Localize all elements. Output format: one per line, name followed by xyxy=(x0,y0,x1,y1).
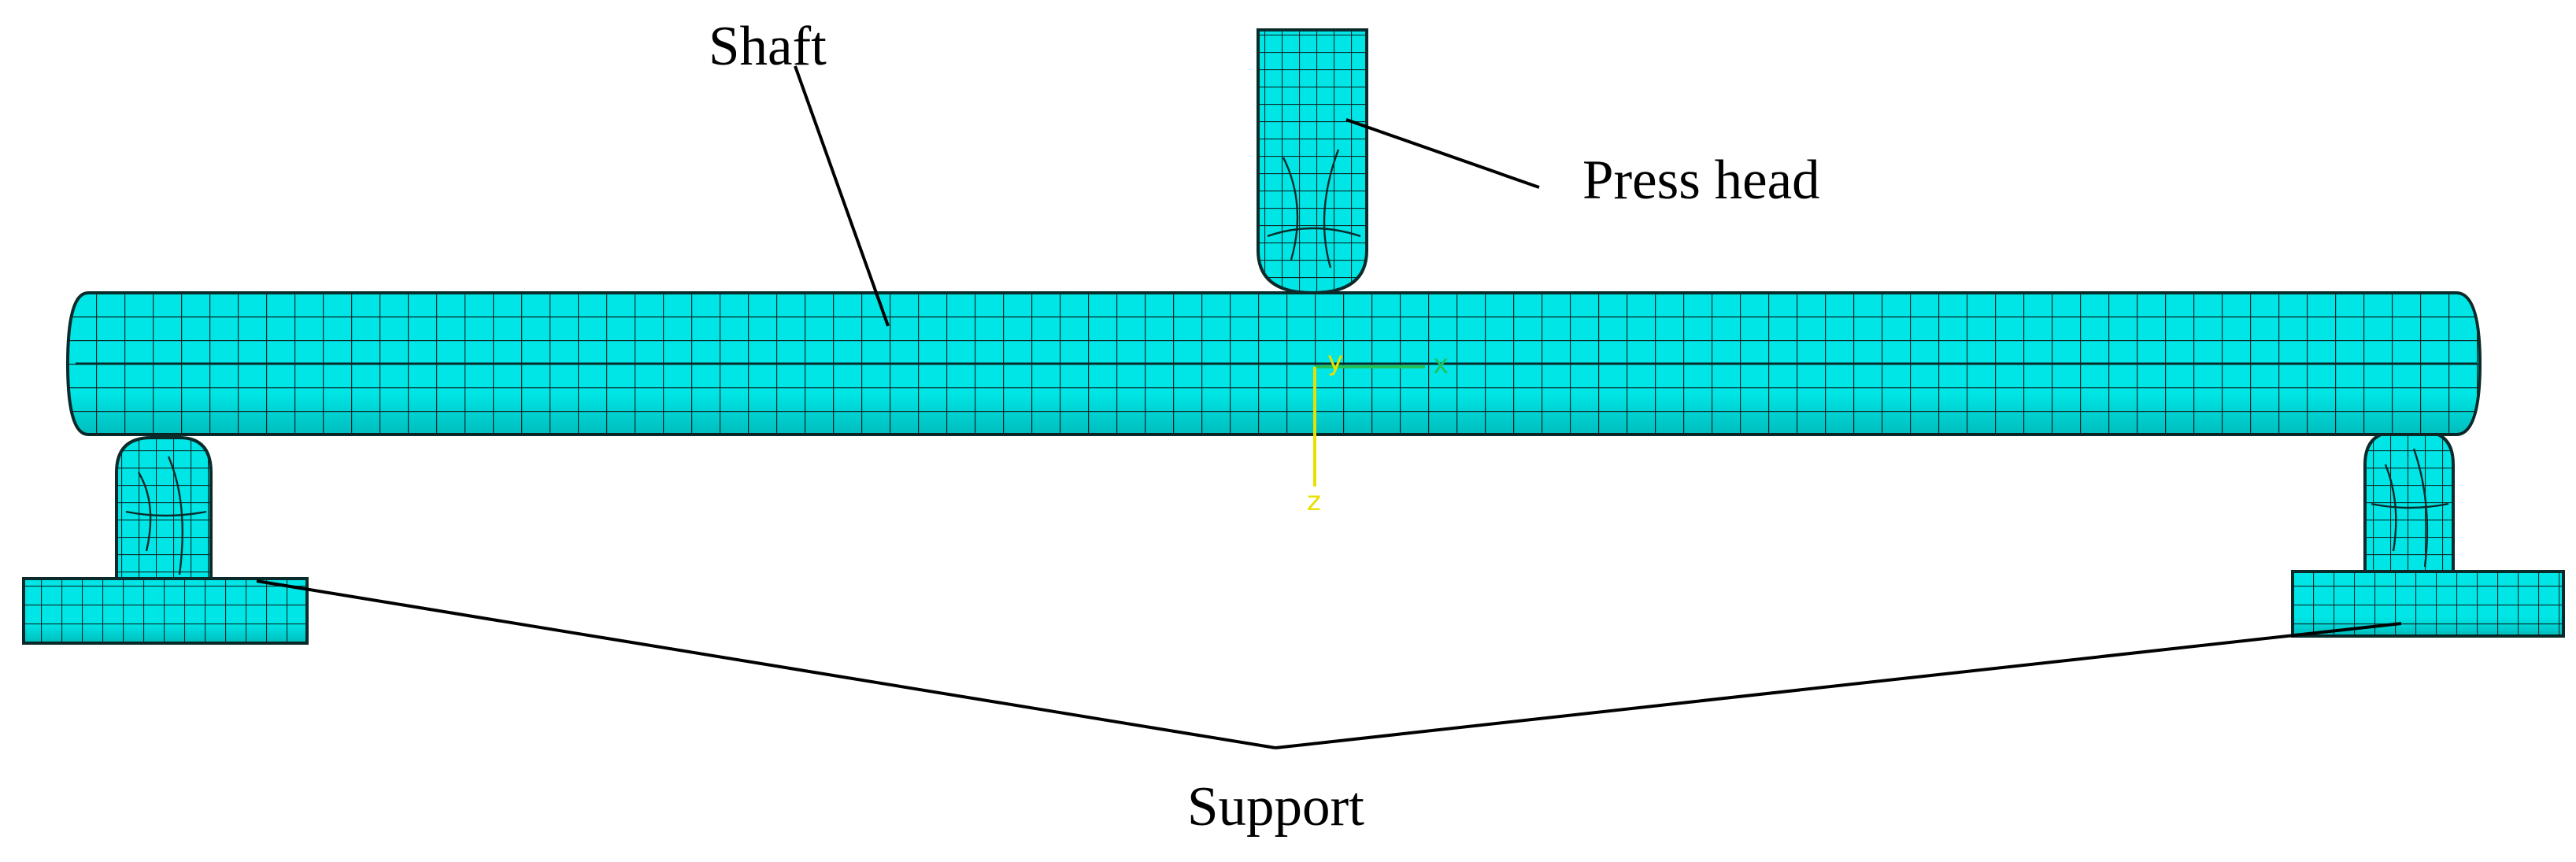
support-left-body xyxy=(115,436,213,580)
triad-z-label: z xyxy=(1307,486,1321,517)
shaft xyxy=(65,291,2482,436)
support-leader-left xyxy=(256,579,1276,749)
coordinate-triad: x y z xyxy=(1307,346,1449,517)
press-head-leader-line xyxy=(1345,118,1540,189)
press-head-label: Press head xyxy=(1582,150,1820,211)
support-left xyxy=(22,436,309,645)
press-head xyxy=(1257,28,1368,295)
support-leader-right xyxy=(1275,622,2402,749)
triad-x-label: x xyxy=(1433,349,1449,380)
support-right-body xyxy=(2363,430,2455,573)
press-head-body xyxy=(1257,28,1368,295)
triad-y-label: y xyxy=(1327,346,1343,377)
support-right xyxy=(2291,430,2565,638)
leader-lines xyxy=(256,65,2402,749)
support-label: Support xyxy=(1187,776,1364,838)
shaft-label: Shaft xyxy=(709,16,827,77)
shaft-leader-line xyxy=(794,65,890,327)
